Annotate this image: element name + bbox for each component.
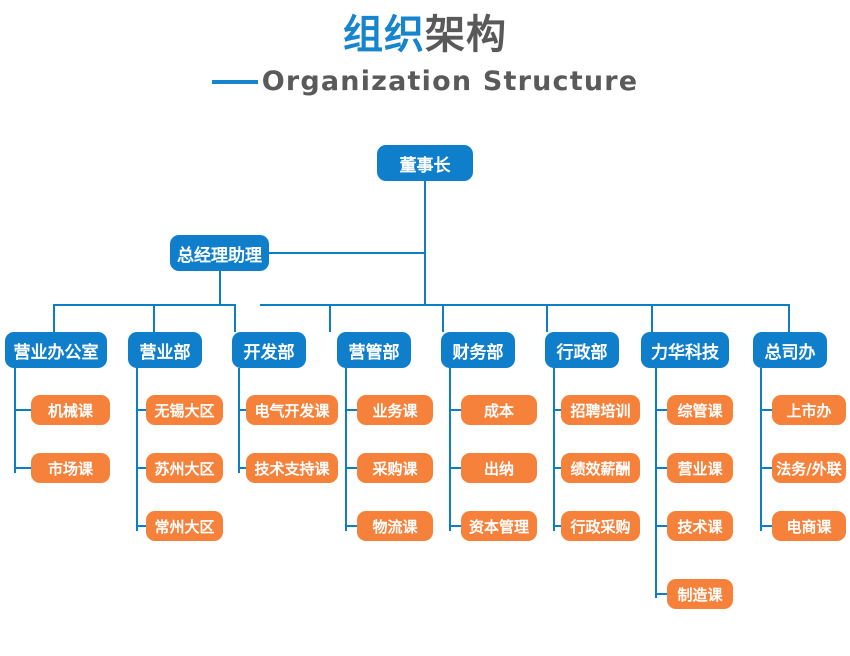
node-department-1[interactable]: 营业办公室 [5, 332, 107, 368]
connector-spine-dept-8 [760, 368, 762, 531]
node-chairman[interactable]: 董事长 [377, 145, 473, 181]
node-team-8-1[interactable]: 上市办 [772, 395, 846, 425]
connector-branch-5-1 [449, 409, 461, 411]
connector-branch-8-3 [760, 525, 772, 527]
connector-branch-6-3 [553, 525, 561, 527]
connector-branch-3-2 [238, 467, 246, 469]
connector-branch-5-3 [449, 525, 461, 527]
connector-spine-dept-6 [553, 368, 555, 531]
node-department-4[interactable]: 营管部 [337, 332, 411, 368]
node-team-7-3[interactable]: 技术课 [667, 511, 733, 541]
node-team-3-1[interactable]: 电气开发课 [246, 395, 338, 425]
connector-spine-dept-5 [449, 368, 451, 531]
connector-drop-dept-2 [153, 304, 155, 332]
subtitle-row: Organization Structure [0, 66, 850, 97]
connector-branch-2-3 [136, 525, 146, 527]
connector-assistant-tie [269, 252, 426, 254]
node-department-2[interactable]: 营业部 [128, 332, 202, 368]
node-team-8-2[interactable]: 法务/外联 [772, 453, 846, 483]
connector-drop-dept-5 [442, 304, 444, 332]
connector-drop-dept-4 [329, 304, 331, 332]
node-team-7-4[interactable]: 制造课 [667, 579, 733, 609]
connector-branch-2-2 [136, 467, 146, 469]
dash-rule-icon [211, 79, 258, 84]
node-team-7-2[interactable]: 营业课 [667, 453, 733, 483]
connector-branch-7-3 [655, 525, 667, 527]
connector-branch-3-1 [238, 409, 246, 411]
node-team-2-2[interactable]: 苏州大区 [146, 453, 223, 483]
connector-branch-2-1 [136, 409, 146, 411]
node-team-4-3[interactable]: 物流课 [357, 511, 433, 541]
page-title: 组织架构 [0, 8, 850, 62]
node-department-8[interactable]: 总司办 [753, 332, 827, 368]
node-department-7[interactable]: 力华科技 [641, 332, 729, 368]
node-team-5-1[interactable]: 成本 [461, 395, 537, 425]
connector-drop-dept-3 [234, 304, 236, 332]
connector-spine-dept-2 [136, 368, 138, 531]
connector-branch-6-2 [553, 467, 561, 469]
node-team-2-3[interactable]: 常州大区 [146, 511, 223, 541]
connector-branch-5-2 [449, 467, 461, 469]
connector-drop-dept-7 [651, 304, 653, 332]
chart-title-block: 组织架构 Organization Structure [0, 8, 850, 97]
node-team-8-3[interactable]: 电商课 [772, 511, 846, 541]
connector-assistant-stem [219, 271, 221, 305]
node-team-1-1[interactable]: 机械课 [31, 395, 110, 425]
connector-branch-1-2 [14, 467, 31, 469]
connector-branch-7-1 [655, 409, 667, 411]
node-team-1-2[interactable]: 市场课 [31, 453, 110, 483]
node-team-2-1[interactable]: 无锡大区 [146, 395, 223, 425]
page-subtitle: Organization Structure [261, 66, 639, 97]
connector-spine-dept-7 [655, 368, 657, 598]
connector-branch-6-1 [553, 409, 561, 411]
node-department-6[interactable]: 行政部 [545, 332, 619, 368]
connector-branch-4-1 [345, 409, 357, 411]
connector-branch-1-1 [14, 409, 31, 411]
connector-branch-4-2 [345, 467, 357, 469]
connector-drop-dept-8 [788, 304, 790, 332]
connector-bus-right [260, 304, 788, 306]
connector-spine-dept-3 [238, 368, 240, 473]
node-team-5-3[interactable]: 资本管理 [461, 511, 537, 541]
node-team-6-2[interactable]: 绩效薪酬 [561, 453, 640, 483]
node-team-4-1[interactable]: 业务课 [357, 395, 433, 425]
connector-chairman-stem [424, 181, 426, 305]
node-team-7-1[interactable]: 综管课 [667, 395, 733, 425]
connector-branch-8-1 [760, 409, 772, 411]
connector-branch-7-4 [655, 593, 667, 595]
connector-bus-left [53, 304, 234, 306]
node-department-3[interactable]: 开发部 [232, 332, 306, 368]
connector-spine-dept-1 [14, 368, 16, 473]
node-team-6-1[interactable]: 招聘培训 [561, 395, 640, 425]
node-team-4-2[interactable]: 采购课 [357, 453, 433, 483]
connector-branch-4-3 [345, 525, 357, 527]
connector-drop-dept-1 [53, 304, 55, 332]
node-gm-assistant[interactable]: 总经理助理 [170, 235, 269, 271]
node-team-6-3[interactable]: 行政采购 [561, 511, 640, 541]
connector-drop-dept-6 [546, 304, 548, 332]
node-team-5-2[interactable]: 出纳 [461, 453, 537, 483]
connector-spine-dept-4 [345, 368, 347, 531]
page-title-part-gray: 架构 [425, 12, 507, 58]
connector-branch-7-2 [655, 467, 667, 469]
node-team-3-2[interactable]: 技术支持课 [246, 453, 338, 483]
connector-branch-8-2 [760, 467, 772, 469]
page-title-part-blue: 组织 [343, 12, 425, 58]
node-department-5[interactable]: 财务部 [441, 332, 515, 368]
